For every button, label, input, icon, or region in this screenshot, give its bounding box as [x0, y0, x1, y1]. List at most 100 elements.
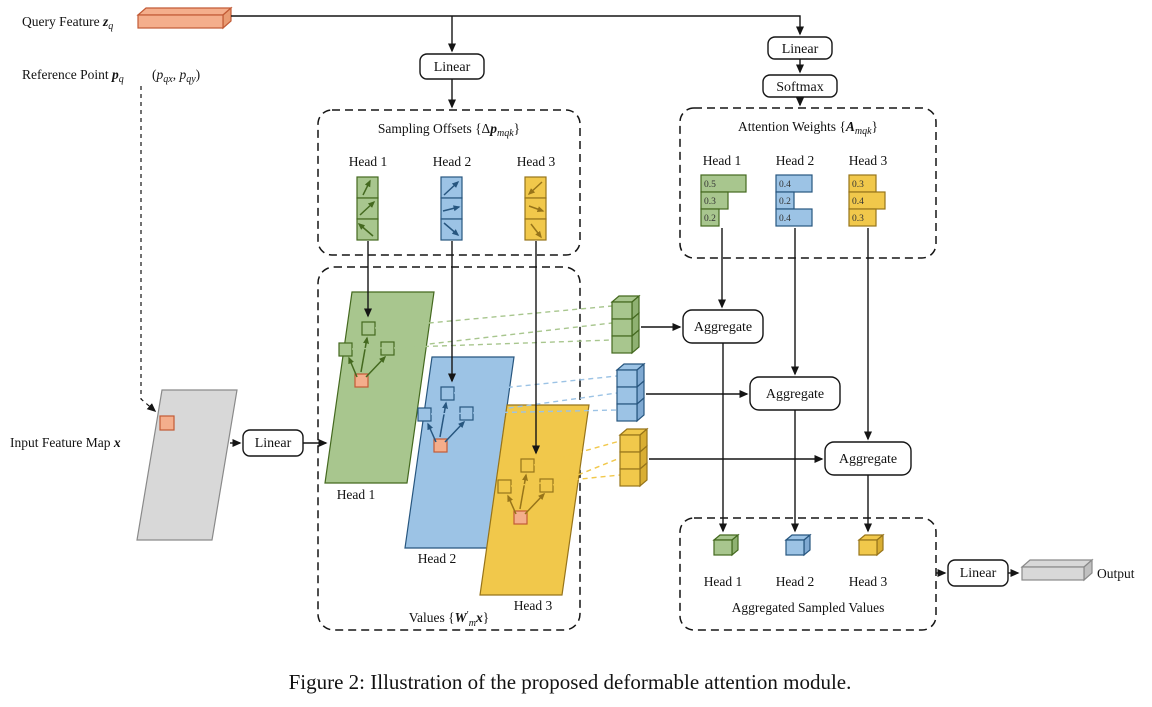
figure-caption: Figure 2: Illustration of the proposed d… — [289, 670, 852, 694]
weight-value: 0.2 — [779, 197, 791, 207]
yellow-dashed-link — [552, 457, 621, 486]
value-map-head-1 — [324, 291, 435, 484]
weight-value: 0.5 — [704, 180, 716, 190]
bar-top-face — [1020, 559, 1094, 568]
aggregated-head-2-label: Head 2 — [776, 574, 815, 589]
offset-arrow — [528, 205, 545, 212]
bar-front-face — [1021, 566, 1085, 581]
aggregate-label: Aggregate — [694, 320, 752, 335]
output-label: Output — [1097, 566, 1135, 581]
sampling-arrow — [427, 422, 437, 443]
query-feature-label: Query Feature zq — [22, 14, 113, 32]
cube-front-face — [713, 539, 733, 556]
linear-label: Linear — [434, 60, 471, 75]
offsets-head-2-stack — [440, 176, 463, 241]
aggregate-node-2: Aggregate — [749, 376, 841, 411]
output-chain: Linear Output — [936, 558, 1135, 587]
reference-point: Reference Point pq (pqx, pqy) — [22, 67, 200, 412]
aggregated-values-title: Aggregated Sampled Values — [732, 600, 885, 615]
reference-point-marker — [433, 438, 448, 453]
sampling-arrow — [365, 355, 387, 378]
cube-front-face — [858, 539, 878, 556]
sampling-arrow — [444, 420, 466, 443]
yellow-dashed-link — [533, 440, 621, 466]
offset-arrow — [530, 223, 542, 239]
weights-head-1-label: Head 1 — [703, 153, 742, 168]
reference-point-marker — [513, 510, 528, 525]
weights-head-2-label: Head 2 — [776, 153, 815, 168]
weight-bar — [848, 208, 877, 227]
sampling-point — [361, 321, 376, 336]
reference-point-coords: (pqx, pqy) — [152, 67, 200, 85]
linear-box — [767, 36, 833, 60]
query-to-weights-arrow — [231, 15, 804, 36]
sampling-point — [497, 479, 512, 494]
offsets-head-2-label: Head 2 — [433, 154, 472, 169]
offsets-to-values-arrows — [364, 241, 540, 455]
cube-front-face — [619, 451, 641, 470]
linear-label: Linear — [782, 42, 819, 57]
sampled-value-stack-3 — [618, 427, 649, 488]
offset-arrow — [362, 179, 371, 196]
linear-label: Linear — [255, 436, 292, 451]
offset-arrow — [442, 205, 461, 212]
input-feature-map-label: Input Feature Map x — [10, 435, 121, 450]
sampling-offsets-title: Sampling Offsets {Δpmqk} — [378, 121, 520, 139]
weights-head-2-bars: 0.4 0.2 0.4 — [775, 174, 813, 227]
offset-cell — [356, 218, 379, 241]
value-map-plane — [479, 404, 590, 596]
linear-node-weights: Linear — [767, 36, 833, 60]
cube-front-face — [616, 386, 638, 405]
cube-front-face — [611, 335, 633, 354]
reference-point-marker — [354, 373, 369, 388]
blue-dashed-link — [472, 392, 618, 414]
weight-value: 0.4 — [779, 214, 791, 224]
yellow-dashed-link — [510, 474, 621, 487]
values-head-2-label: Head 2 — [418, 551, 457, 566]
green-dashed-link — [351, 339, 613, 350]
softmax-node: Softmax — [762, 74, 838, 98]
query-feature: Query Feature zq — [22, 6, 233, 32]
weight-value: 0.3 — [852, 214, 864, 224]
blue-dashed-link — [430, 409, 618, 415]
weights-head-3-label: Head 3 — [849, 153, 888, 168]
cube-front-face — [619, 434, 641, 453]
query-feature-bar — [136, 6, 233, 30]
input-feature-map: Input Feature Map x — [10, 389, 238, 541]
offset-arrow — [443, 180, 460, 196]
linear-node-offsets: Linear — [419, 53, 485, 80]
offset-arrow — [359, 200, 376, 216]
offsets-head-3-stack — [524, 176, 547, 241]
sampling-point — [520, 458, 535, 473]
aggregate-node-1: Aggregate — [682, 309, 764, 344]
weight-value: 0.4 — [779, 180, 791, 190]
cube-front-face — [616, 403, 638, 422]
value-map-head-2 — [404, 356, 515, 549]
aggregate-input-arrows — [641, 228, 872, 463]
sampling-arrow — [360, 336, 369, 373]
weight-value: 0.2 — [704, 214, 716, 224]
sampling-point — [539, 478, 554, 493]
weight-value: 0.3 — [704, 197, 716, 207]
values-title: Values {W′mx} — [409, 610, 490, 629]
offsets-head-1-label: Head 1 — [349, 154, 388, 169]
offsets-head-1-stack — [356, 176, 379, 241]
sampling-offsets-panel: Sampling Offsets {Δpmqk} Head 1 Head 2 H… — [317, 109, 581, 256]
reference-point-dashed-arrow — [140, 86, 157, 412]
attention-weights-panel: Attention Weights {Amqk} Head 1 Head 2 H… — [679, 107, 937, 259]
output-bar — [1020, 558, 1094, 582]
flow-lines-top — [231, 15, 804, 109]
offsets-head-3-label: Head 3 — [517, 154, 556, 169]
reference-point-label: Reference Point pq — [22, 67, 124, 85]
green-dashed-link — [374, 305, 613, 329]
aggregate-label: Aggregate — [839, 452, 897, 467]
weight-bar — [775, 208, 813, 227]
sampling-arrow — [507, 494, 517, 515]
aggregated-head-3-label: Head 3 — [849, 574, 888, 589]
cube-front-face — [611, 318, 633, 337]
sampled-value-stack-2 — [615, 362, 646, 423]
bar-top-face — [136, 7, 233, 16]
